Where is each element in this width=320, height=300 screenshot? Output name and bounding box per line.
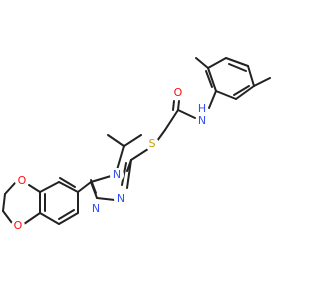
- atom-n4-triazole-symbol: N: [113, 168, 121, 181]
- atom-labels: O N H S N N N O O: [11, 86, 209, 233]
- atom-o-dioxepine-upper-symbol: O: [18, 174, 27, 187]
- atom-n1-triazole: N: [114, 192, 128, 206]
- atom-o-carbonyl-symbol: O: [174, 86, 183, 99]
- atom-n2-triazole-symbol: N: [92, 202, 100, 215]
- atom-n1-triazole-symbol: N: [117, 192, 125, 205]
- atom-o-dioxepine-lower-symbol: O: [14, 219, 23, 232]
- bond-layer: [2, 57, 271, 225]
- atom-s-thioether-symbol: S: [149, 137, 156, 150]
- atom-s-thioether: S: [145, 137, 159, 151]
- atom-h-amide-symbol: H: [198, 102, 206, 115]
- atom-n4-triazole: N: [110, 168, 124, 182]
- atom-n2-triazole: N: [89, 202, 103, 216]
- atom-n-amide-symbol: N: [198, 114, 206, 127]
- molecule-structure: O N H S N N N O O: [2, 57, 271, 233]
- atom-o-dioxepine-lower: O: [11, 219, 25, 233]
- atom-o-dioxepine-upper: O: [15, 174, 29, 188]
- atom-n-amide: N H: [195, 102, 209, 127]
- atom-o-carbonyl: O: [171, 86, 185, 100]
